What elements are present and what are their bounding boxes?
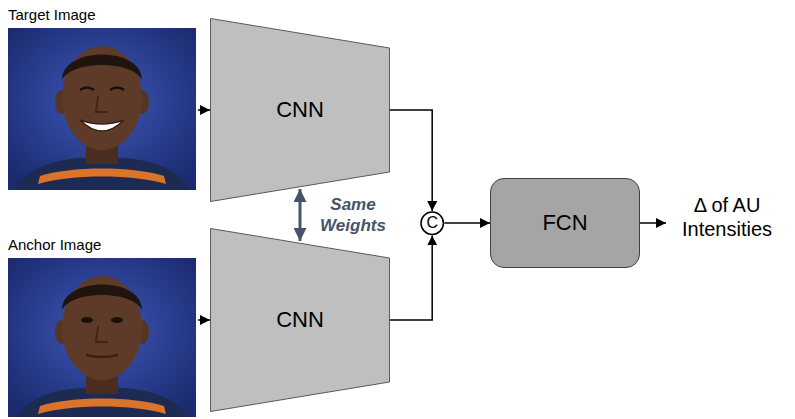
output-label: Δ of AU Intensities	[668, 193, 786, 241]
cnn-block: CNN	[210, 18, 390, 202]
edge-label: Same Weights	[312, 194, 394, 237]
block-label: C	[426, 214, 438, 232]
cnn-shape	[211, 19, 390, 202]
smile	[80, 120, 124, 131]
flow-arrow	[198, 319, 210, 321]
flow-arrow	[390, 110, 432, 211]
hair	[62, 285, 142, 311]
flow-arrow	[390, 235, 432, 320]
flow-arrow	[444, 222, 490, 224]
nose	[96, 96, 108, 112]
head	[62, 276, 142, 380]
photo-background	[8, 258, 196, 417]
hair	[62, 55, 142, 81]
shirt-stripe	[38, 399, 166, 415]
concat-symbol: C	[420, 211, 444, 235]
eye	[81, 317, 93, 323]
image-input: Target Image	[6, 4, 198, 192]
block-label: CNN	[276, 97, 324, 122]
head	[62, 46, 142, 150]
image-caption: Anchor Image	[8, 236, 101, 253]
mouth	[86, 355, 118, 357]
cnn-block: CNN	[210, 228, 390, 412]
shirt-stripe	[38, 169, 166, 185]
flow-arrow	[198, 109, 210, 111]
shared-weights-arrow	[299, 189, 302, 241]
eye	[80, 88, 94, 91]
eye	[110, 88, 124, 91]
face-photo	[8, 28, 196, 190]
image-input: Anchor Image	[6, 234, 198, 419]
image-caption: Target Image	[8, 6, 96, 23]
cnn-shape	[211, 229, 390, 412]
output-arrow	[640, 222, 666, 224]
photo-background	[8, 28, 196, 190]
block-label: CNN	[276, 307, 324, 332]
face-photo	[8, 258, 196, 417]
eye	[111, 317, 123, 323]
block-label: FCN	[542, 210, 587, 235]
nose	[96, 326, 108, 342]
fcn-block: FCN	[490, 178, 640, 268]
concat-circle	[421, 212, 443, 234]
